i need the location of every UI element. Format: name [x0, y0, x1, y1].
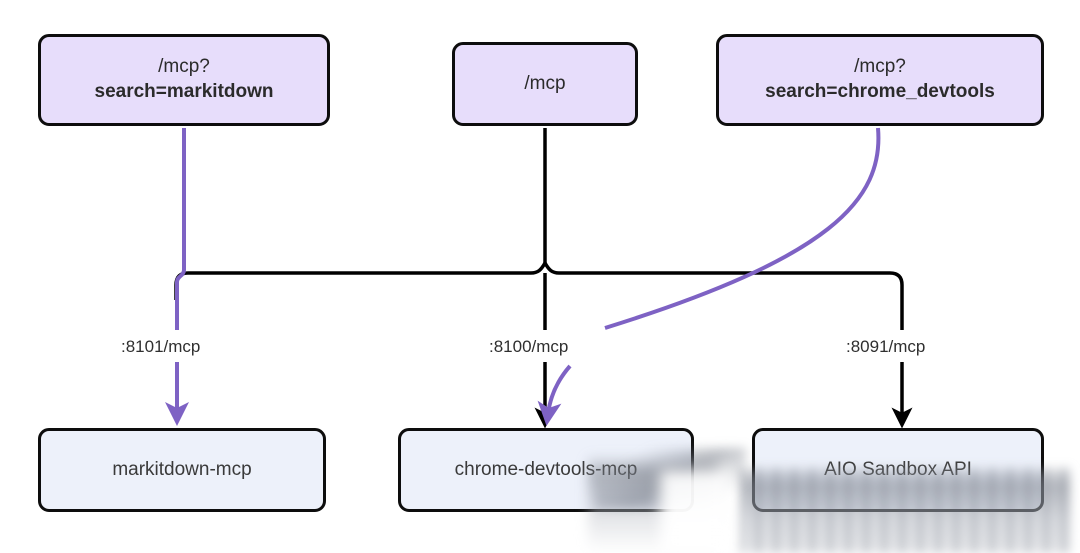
service-node-aio-sandbox-label: AIO Sandbox API	[824, 458, 972, 480]
request-node-markitdown-line2: search=markitdown	[94, 81, 274, 102]
request-node-chrome-devtools-line1: /mcp?	[854, 56, 906, 78]
edge-markitdown-purple	[175, 128, 186, 330]
edge-chrome-devtools-purple	[604, 127, 881, 330]
edge-label-8101: :8101/mcp	[118, 337, 204, 357]
request-node-markitdown-line1: /mcp?	[158, 56, 210, 78]
edge-label-8100: :8100/mcp	[486, 337, 572, 357]
edge-label-8091: :8091/mcp	[843, 337, 929, 357]
service-node-markitdown-label: markitdown-mcp	[112, 458, 252, 480]
service-node-chrome-devtools-label: chrome-devtools-mcp	[454, 458, 638, 480]
request-node-markitdown[interactable]: /mcp? search=markitdown	[38, 34, 330, 126]
edge-manifold-right	[543, 262, 904, 330]
request-node-chrome-devtools[interactable]: /mcp? search=chrome_devtools	[716, 34, 1044, 126]
request-node-chrome-devtools-line2: search=chrome_devtools	[765, 81, 995, 102]
request-node-plain[interactable]: /mcp	[452, 42, 638, 126]
service-node-markitdown[interactable]: markitdown-mcp	[38, 428, 326, 512]
edge-chrome-devtools-purple-arrow	[537, 364, 572, 426]
edge-manifold-left	[174, 262, 547, 300]
service-node-chrome-devtools[interactable]: chrome-devtools-mcp	[398, 428, 694, 512]
request-node-plain-line1: /mcp	[524, 72, 566, 94]
service-node-aio-sandbox[interactable]: AIO Sandbox API	[752, 428, 1044, 512]
